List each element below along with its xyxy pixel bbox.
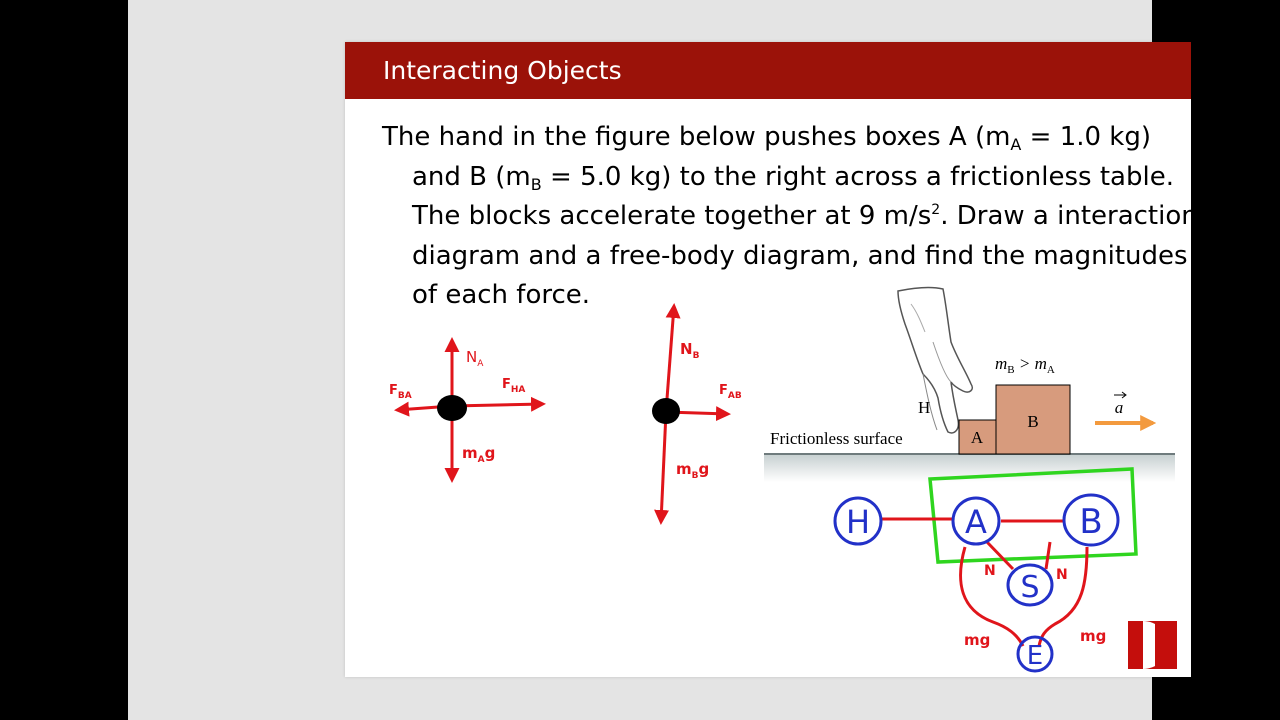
problem-sup-2: 2: [931, 202, 941, 218]
presentation-stage: Interacting Objects The hand in the figu…: [128, 0, 1198, 720]
node-s-label: S: [1020, 570, 1039, 605]
box-a: [958, 419, 997, 455]
interaction-labels: H A B S E N N mg mg: [846, 502, 1106, 671]
node-h-label: H: [846, 503, 870, 541]
fbd-a-fha-label: FHA: [502, 377, 525, 395]
fbd-b-weight-label: mBg: [676, 460, 709, 481]
label-mg-right: mg: [1080, 627, 1106, 645]
interaction-a-s: [985, 540, 1015, 571]
fbd-a-normal-label: NA: [466, 348, 484, 369]
interaction-diagram: [833, 467, 1138, 673]
node-e: [1016, 635, 1054, 673]
box-b: [995, 384, 1071, 455]
frictionless-surface-label: Frictionless surface: [770, 429, 903, 448]
problem-text-1: The hand in the figure below pushes boxe…: [382, 122, 1011, 152]
label-mg-left: mg: [964, 631, 990, 649]
fbd-a-fba-label: FBA: [389, 383, 412, 401]
mass-relation-label: mB > mA: [995, 354, 1055, 376]
fbd-a-particle: [437, 395, 467, 421]
node-s: [1006, 563, 1054, 607]
problem-sub-b: B: [530, 174, 542, 194]
fbd-box-b: NB FAB mBg: [652, 303, 742, 525]
node-a: [951, 496, 1001, 546]
node-b-label: B: [1079, 502, 1102, 542]
problem-statement: The hand in the figure below pushes boxe…: [382, 118, 1202, 316]
acceleration-vector-tip: [1121, 391, 1127, 399]
problem-text-3: = 5.0 kg) to the right across a friction…: [412, 161, 1174, 232]
hand-label: H: [918, 398, 930, 417]
interaction-a-e: [959, 546, 1025, 647]
node-h: [833, 496, 883, 546]
box-b-label: B: [1027, 412, 1038, 431]
fbd-a-weight-label: mAg: [462, 444, 495, 465]
system-boundary: [928, 467, 1138, 564]
fbd-b-normal-arrow: [664, 303, 681, 413]
node-e-label: E: [1027, 641, 1043, 671]
fbd-b-weight-arrow: [654, 411, 670, 525]
problem-text-2: = 1.0 kg) and B (m: [412, 122, 1152, 192]
fbd-a-fha-arrow: [451, 396, 546, 412]
node-b: [1062, 493, 1120, 547]
fbd-b-fab-label: FAB: [719, 383, 742, 401]
problem-text-4: . Draw a interaction diagram and a free-…: [412, 201, 1198, 310]
corner-logo: [1128, 621, 1177, 669]
hand-illustration: [897, 286, 974, 434]
slide: Interacting Objects The hand in the figu…: [345, 42, 1198, 677]
node-a-label: A: [965, 503, 987, 541]
slide-title-bar: Interacting Objects: [345, 42, 1191, 99]
problem-sub-a: A: [1010, 135, 1022, 154]
box-a-label: A: [971, 428, 984, 447]
interaction-b-s: [1044, 541, 1052, 570]
acceleration-label: a: [1115, 398, 1124, 417]
slide-figures: NA FBA FHA mAg NB FAB mBg: [389, 286, 1177, 673]
fbd-b-particle: [652, 398, 680, 424]
fbd-b-normal-label: NB: [680, 340, 700, 361]
textbook-figure: H A B mB > mA Frictionless surface a: [764, 286, 1175, 482]
label-n-right: N: [1056, 567, 1068, 583]
fbd-box-a: NA FBA FHA mAg: [389, 337, 546, 483]
label-n-left: N: [984, 563, 996, 579]
slide-title: Interacting Objects: [383, 56, 622, 85]
